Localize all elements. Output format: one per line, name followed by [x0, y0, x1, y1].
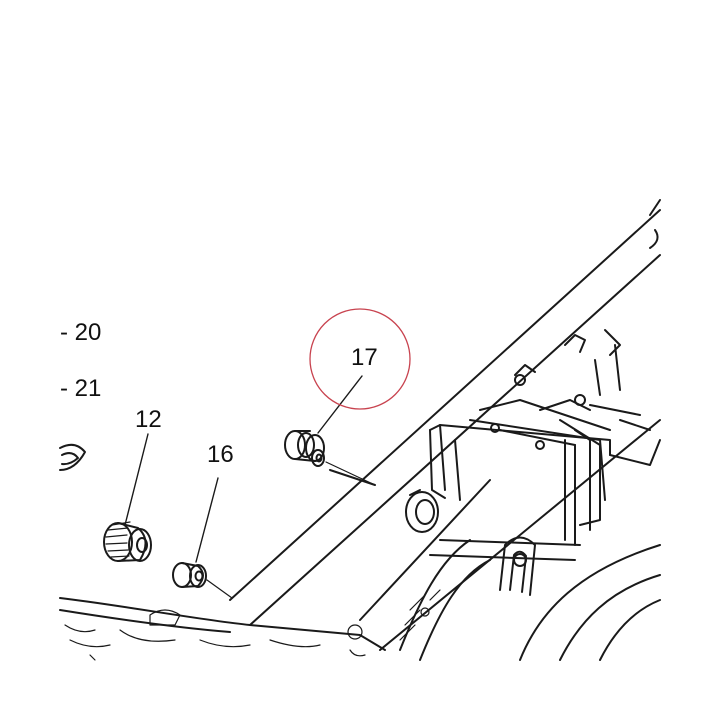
- callout-part-20: - 20: [60, 319, 102, 346]
- frame-bushing: [405, 489, 439, 533]
- cross-member-bracket: [429, 329, 661, 546]
- callout-part-21: - 21: [60, 375, 102, 402]
- part-21-ring: [59, 443, 86, 471]
- frame-hatching: [64, 589, 441, 661]
- engine-mount: [499, 536, 536, 596]
- callout-part-12: 12: [135, 406, 162, 433]
- frame-tubes: [59, 199, 661, 661]
- callout-part-17: 17: [351, 344, 378, 371]
- callout-part-16: 16: [207, 441, 234, 468]
- part-17-bushing: [284, 430, 376, 486]
- part-16-grommet: [172, 562, 233, 599]
- part-12-knurled-grommet: [103, 521, 152, 562]
- part-17-highlight-circle: [309, 308, 411, 410]
- leader-lines: [124, 375, 363, 563]
